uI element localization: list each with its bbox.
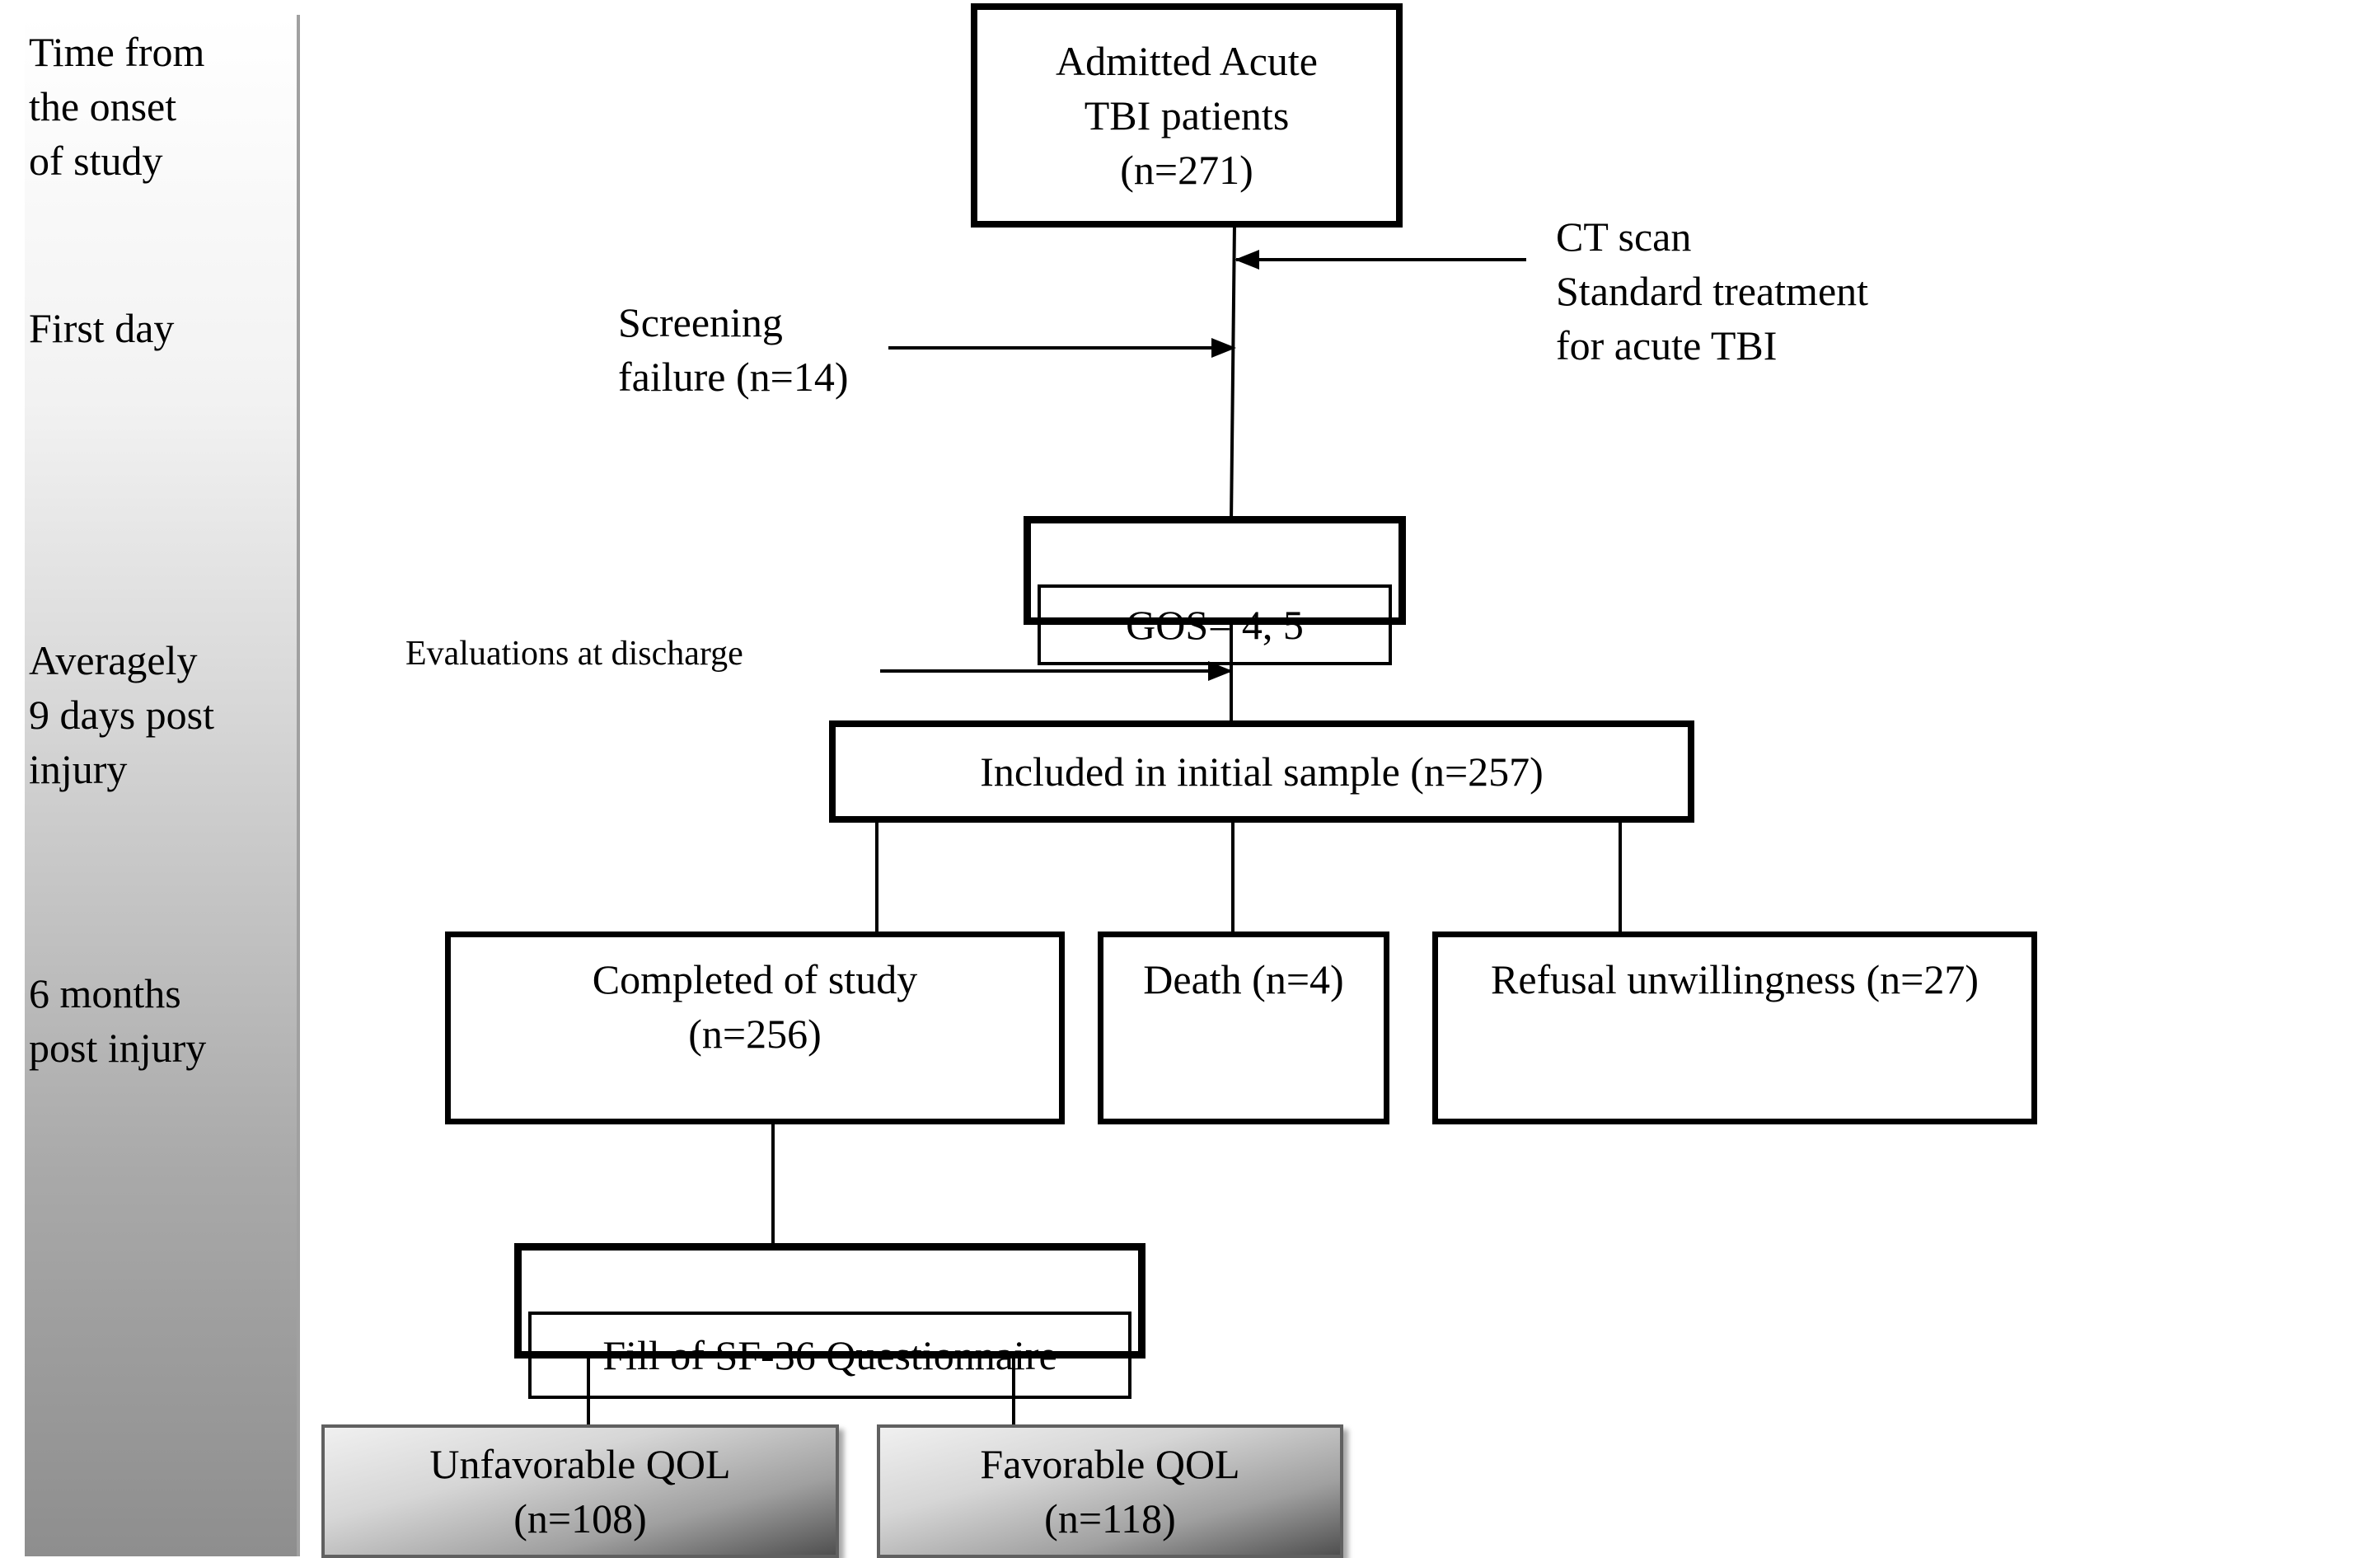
box-sf36-label: Fill of SF-36 Questionnaire <box>528 1312 1131 1399</box>
box-favorable-qol: Favorable QOL (n=118) <box>877 1424 1343 1558</box>
timeline-label-onset: Time from the onset of study <box>29 29 205 184</box>
timeline-label-first-day: First day <box>29 305 175 351</box>
annotation-evaluations: Evaluations at discharge <box>405 635 743 673</box>
box-sf36: Fill of SF-36 Questionnaire <box>514 1243 1145 1399</box>
box-refusal: Refusal unwillingness (n=27) <box>1432 932 2037 1124</box>
timeline-label-6-months: 6 months post injury <box>29 970 207 1071</box>
annotation-screening-failure: Screening failure (n=14) <box>618 299 849 400</box>
box-admitted: Admitted Acute TBI patients (n=271) <box>971 3 1403 228</box>
box-completed: Completed of study (n=256) <box>445 932 1065 1124</box>
box-unfavorable-qol: Unfavorable QOL (n=108) <box>321 1424 839 1558</box>
timeline-bar <box>25 15 300 1556</box>
box-gos-label: GOS= 4, 5 <box>1038 584 1392 665</box>
box-included: Included in initial sample (n=257) <box>829 720 1694 823</box>
box-gos: GOS= 4, 5 <box>1024 516 1406 665</box>
annotation-ct-scan: CT scan Standard treatment for acute TBI <box>1556 214 1869 368</box>
timeline-label-9-days: Averagely 9 days post injury <box>29 637 214 792</box>
box-death: Death (n=4) <box>1098 932 1389 1124</box>
connector-admitted-gos <box>1230 223 1236 523</box>
